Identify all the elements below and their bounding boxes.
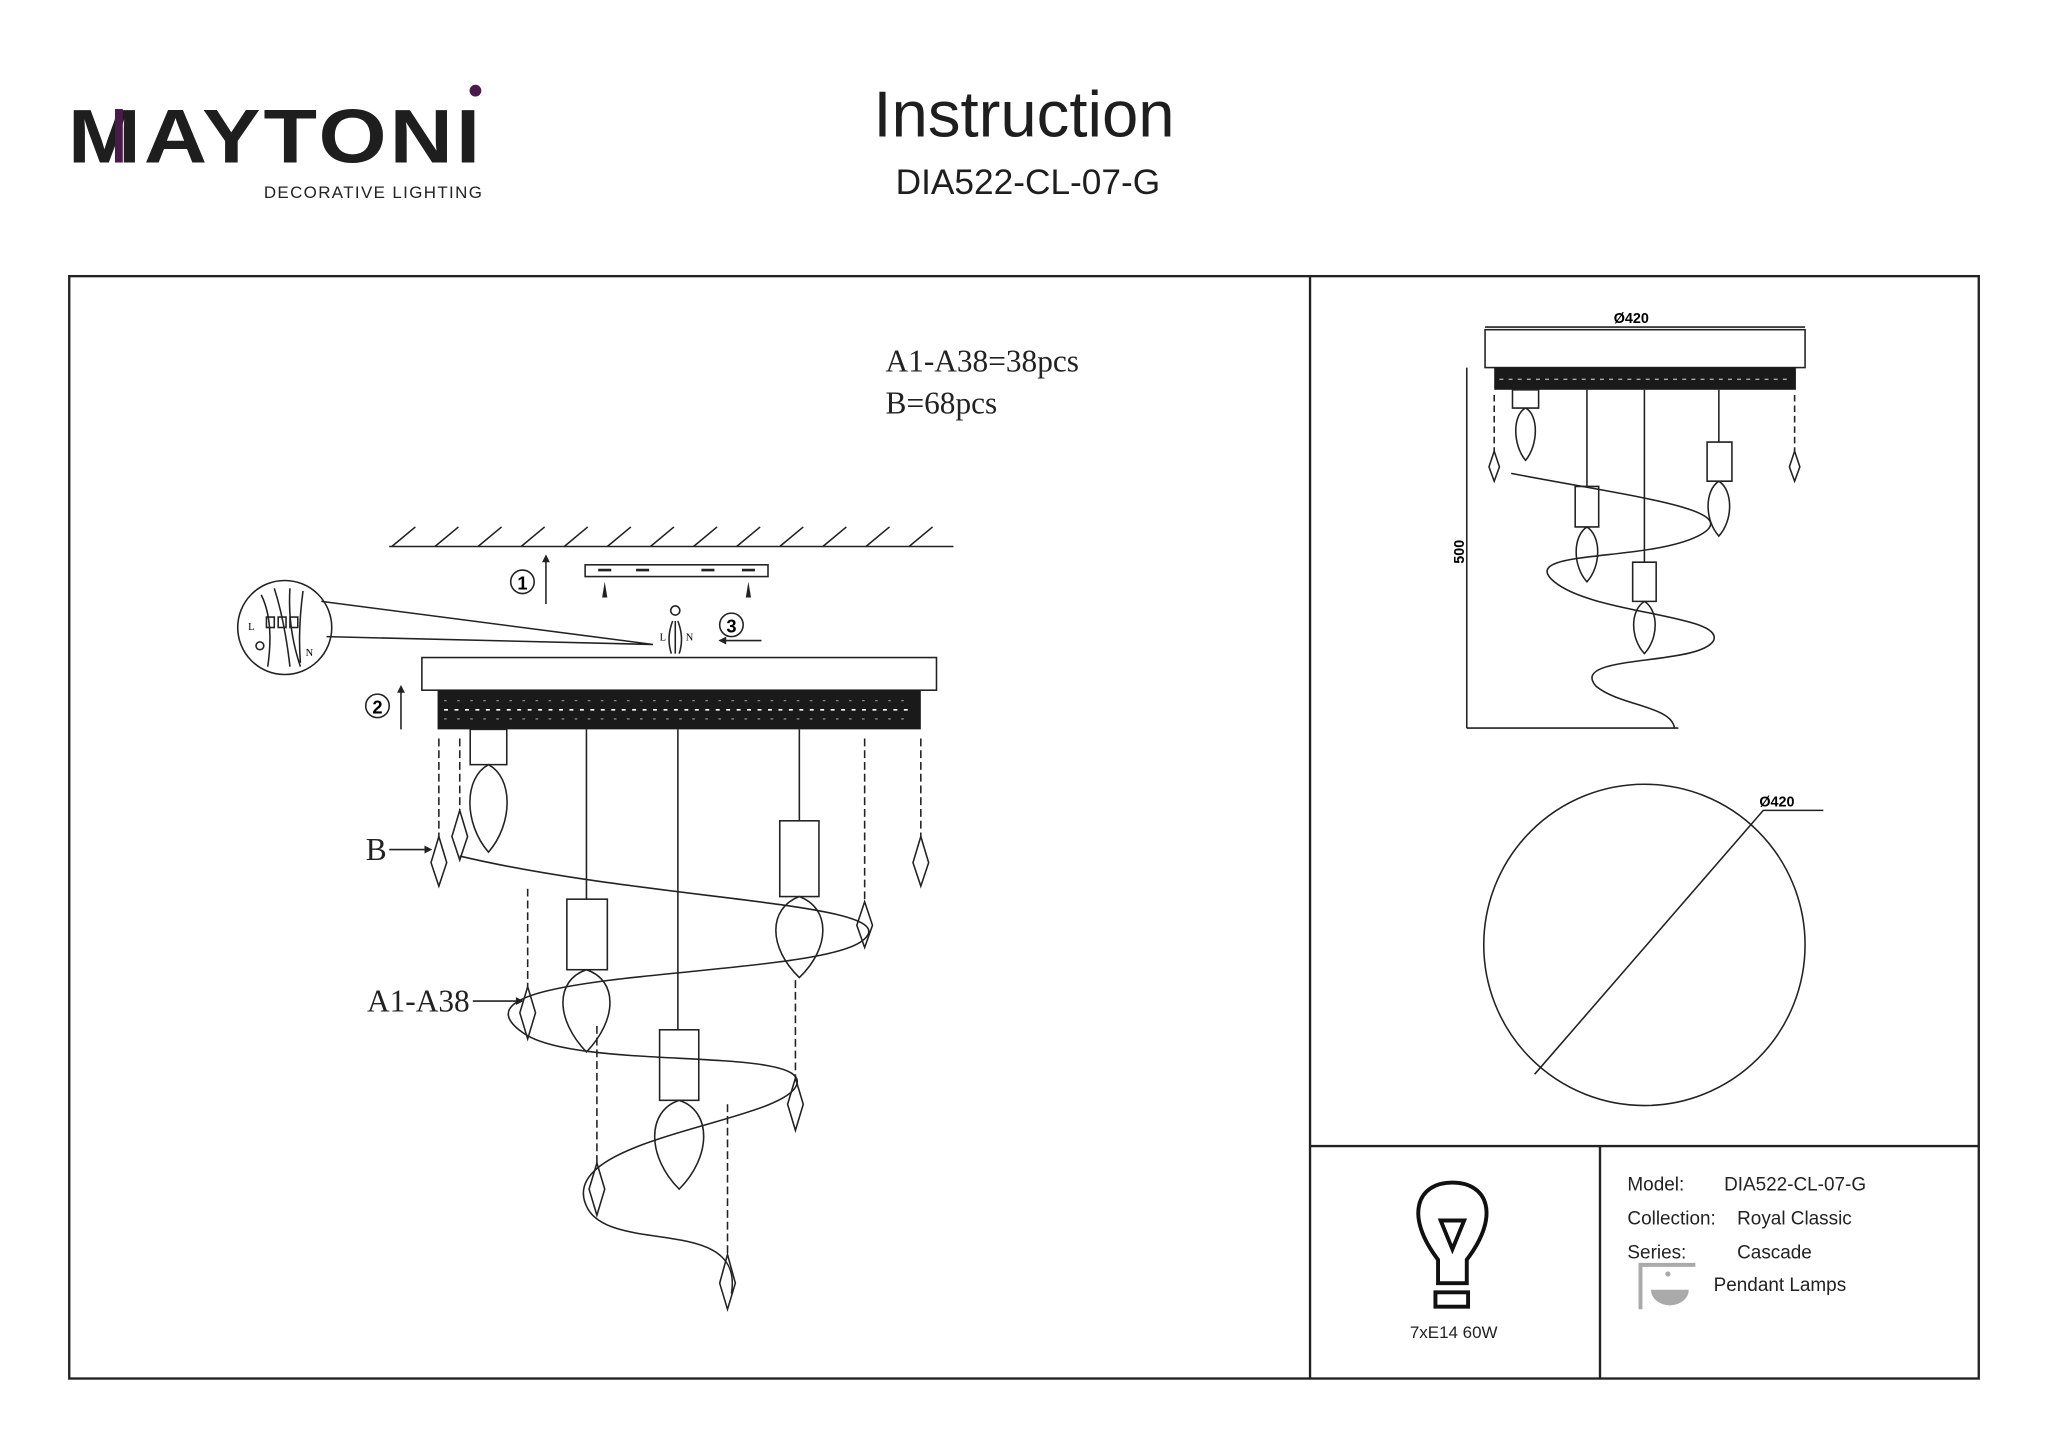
brand-name: MAYTONI	[68, 95, 483, 180]
collection-value: Royal Classic	[1737, 1208, 1852, 1229]
step-1-marker: 1	[509, 554, 550, 604]
ceiling	[389, 526, 954, 548]
series-label: Series:	[1627, 1242, 1686, 1263]
diameter-top-label: Ø420	[1759, 794, 1794, 810]
mounting-bracket	[584, 564, 769, 598]
parts-count-a: A1-A38=38pcs	[886, 344, 1079, 379]
brand-logo: MAYTONI DECORATIVE LIGHTING	[68, 84, 483, 202]
callout-b: B	[366, 832, 433, 867]
wiring-detail-callout: L N	[236, 579, 654, 676]
brand-accent-bar	[114, 108, 123, 163]
crystal-strings	[430, 738, 930, 1313]
svg-text:A1-A38: A1-A38	[367, 984, 470, 1019]
model-label: Model:	[1627, 1174, 1684, 1195]
svg-text:1: 1	[517, 573, 527, 594]
light-bulb-icon	[1416, 1180, 1489, 1309]
page-title: Instruction	[873, 77, 1174, 150]
bulbs	[469, 728, 824, 1191]
svg-text:N: N	[686, 633, 694, 644]
top-view-diagram: Ø420	[1482, 783, 1824, 1107]
pendant-lamp-icon	[1638, 1262, 1696, 1310]
product-info: Model: DIA522-CL-07-G Collection: Royal …	[1627, 1174, 1866, 1310]
wires: L N	[660, 605, 694, 654]
svg-text:N: N	[306, 648, 314, 659]
step-2-marker: 2	[364, 684, 405, 730]
product-type: Pendant Lamps	[1714, 1275, 1847, 1296]
spiral-frame	[459, 855, 870, 1294]
series-value: Cascade	[1737, 1242, 1812, 1263]
brand-tagline: DECORATIVE LIGHTING	[264, 184, 483, 202]
step-3-marker: 3	[718, 612, 762, 645]
brand-accent-dot	[469, 84, 482, 97]
svg-text:L: L	[248, 622, 254, 633]
svg-text:2: 2	[372, 697, 382, 718]
svg-text:L: L	[660, 633, 666, 644]
diameter-side-label: Ø420	[1614, 311, 1649, 327]
height-label: 500	[1452, 540, 1468, 564]
canopy	[421, 656, 938, 730]
assembly-diagram: 1 L N 3 L N	[236, 526, 954, 1313]
model-value: DIA522-CL-07-G	[1724, 1174, 1866, 1195]
collection-label: Collection:	[1627, 1208, 1715, 1229]
frame	[68, 274, 1980, 1380]
lamp-spec: 7xE14 60W	[1410, 1323, 1498, 1342]
callout-a: A1-A38	[367, 984, 524, 1019]
parts-count-b: B=68pcs	[886, 385, 998, 420]
bulb-spec: 7xE14 60W	[1410, 1180, 1498, 1342]
svg-text:3: 3	[726, 616, 736, 637]
side-view-diagram: Ø420 500	[1452, 311, 1806, 729]
page-model-code: DIA522-CL-07-G	[896, 163, 1160, 202]
svg-text:B: B	[366, 832, 387, 867]
